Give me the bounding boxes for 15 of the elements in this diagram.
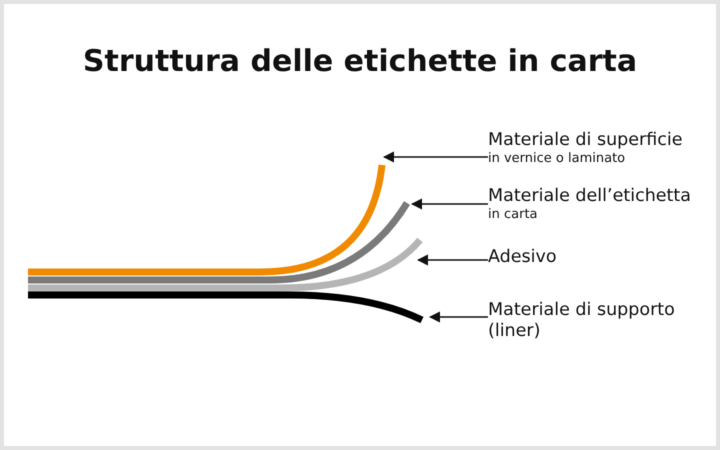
layer-strip — [28, 164, 386, 276]
leader-line — [382, 151, 488, 163]
layer-label: Materiale di superficie — [488, 130, 684, 151]
layer-label: Adesivo — [488, 247, 558, 268]
layer-label: Materiale dell’etichetta — [488, 186, 692, 207]
layer-note: in vernice o laminato — [488, 151, 626, 166]
title: Struttura delle etichette in carta — [82, 44, 638, 79]
leader-line — [416, 254, 488, 266]
layer-strip — [28, 201, 410, 284]
leader-line — [428, 311, 488, 323]
layer-strip — [28, 292, 424, 324]
layer-strip — [28, 238, 423, 292]
leader-line — [410, 198, 488, 210]
layer-note: in carta — [488, 207, 539, 222]
layer-label: Materiale di supporto (liner) — [488, 300, 676, 342]
